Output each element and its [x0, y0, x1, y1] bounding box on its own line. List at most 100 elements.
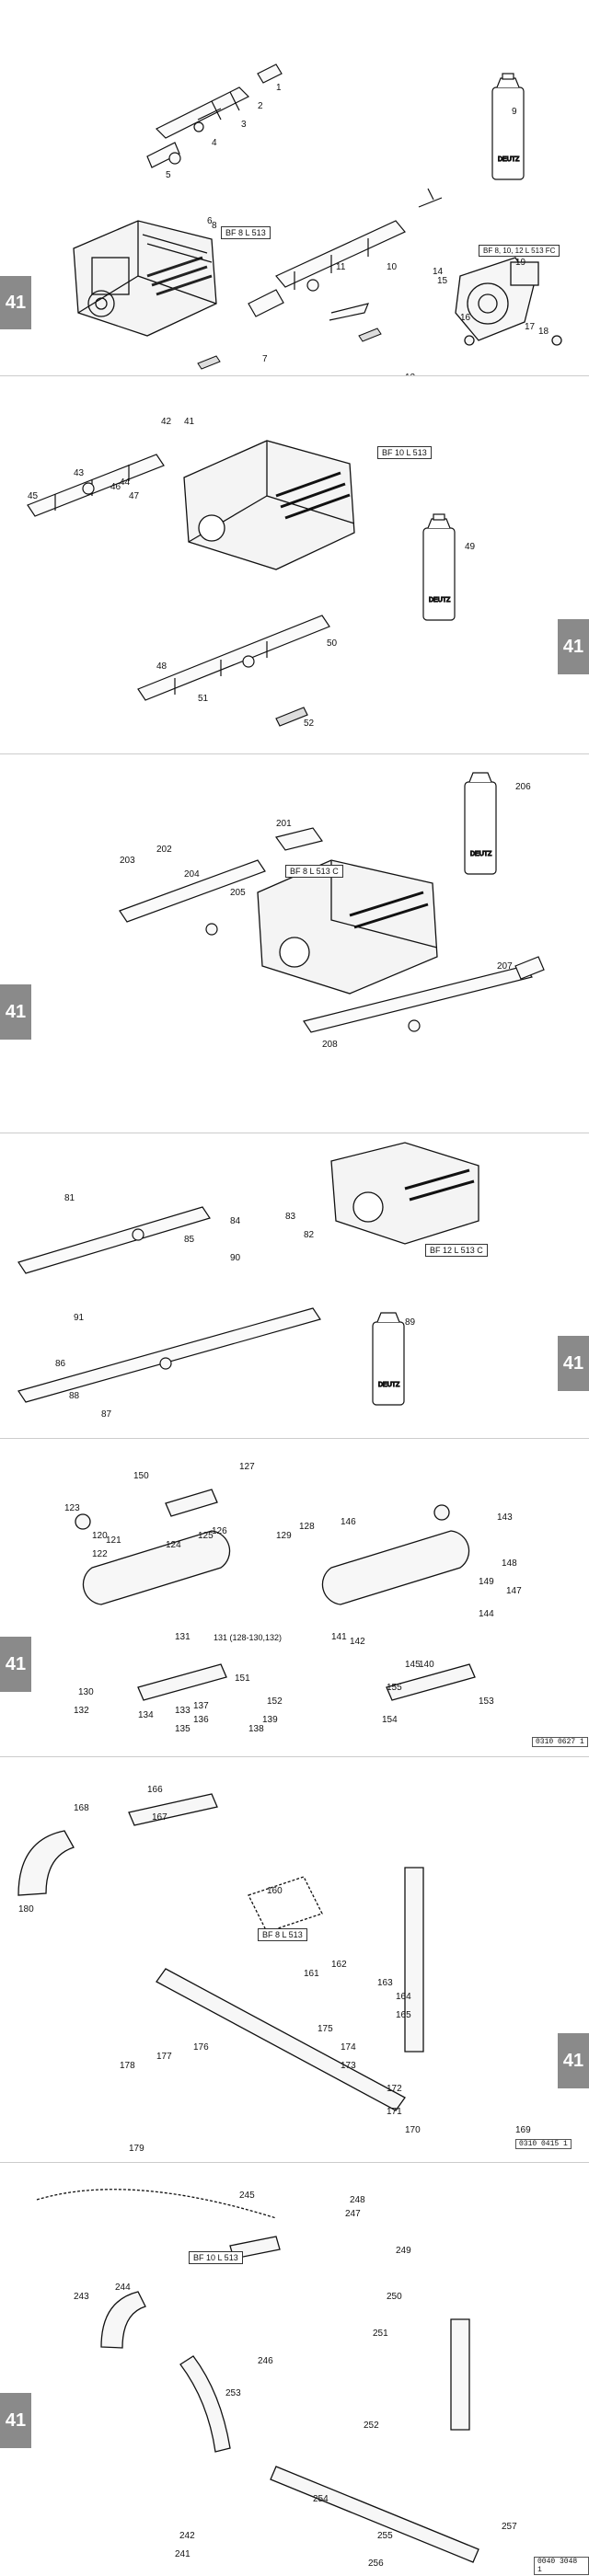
- engine-ref-label: BF 8 L 513: [221, 226, 271, 239]
- callout-number: 252: [364, 2421, 379, 2431]
- callout-number: 175: [318, 2024, 333, 2034]
- callout-number: 121: [106, 1535, 121, 1546]
- divider: [0, 375, 589, 376]
- callout-number: 45: [28, 491, 39, 501]
- callout-number: 84: [230, 1216, 241, 1226]
- callout-number: 177: [156, 2052, 172, 2062]
- exploded-diagram-1: DEUTZ: [73, 63, 562, 370]
- callout-number: 52: [304, 719, 315, 729]
- callout-number: 245: [239, 2191, 255, 2201]
- callout-number: 201: [276, 819, 292, 829]
- callout-number: 250: [387, 2292, 402, 2302]
- engine-ref-label: BF 12 L 513 C: [425, 1244, 488, 1257]
- range-label: 131 (128-130,132): [210, 1632, 286, 1643]
- callout-number: 86: [55, 1359, 66, 1369]
- callout-number: 51: [198, 694, 209, 704]
- exploded-diagram-7: [36, 2189, 479, 2563]
- svg-text:DEUTZ: DEUTZ: [498, 156, 520, 163]
- callout-number: 204: [184, 869, 200, 880]
- callout-number: 256: [368, 2559, 384, 2569]
- callout-number: 205: [230, 888, 246, 898]
- callout-number: 178: [120, 2061, 135, 2071]
- callout-number: 1: [276, 83, 282, 93]
- callout-number: 138: [248, 1724, 264, 1734]
- callout-number: 41: [184, 417, 195, 427]
- callout-number: 4: [212, 138, 217, 148]
- callout-number: 122: [92, 1549, 108, 1559]
- divider: [0, 1438, 589, 1439]
- callout-number: 44: [120, 477, 131, 488]
- callout-number: 91: [74, 1313, 85, 1323]
- callout-number: 123: [64, 1503, 80, 1513]
- exploded-diagram-4: DEUTZ: [17, 1142, 479, 1406]
- callout-number: 125: [198, 1531, 214, 1541]
- callout-number: 168: [74, 1803, 89, 1813]
- callout-number: 153: [479, 1696, 494, 1707]
- callout-number: 163: [377, 1978, 393, 1988]
- svg-text:DEUTZ: DEUTZ: [470, 851, 492, 857]
- callout-number: 203: [120, 856, 135, 866]
- callout-number: 141: [331, 1632, 347, 1642]
- document-code: 0310 0627 1: [532, 1737, 588, 1747]
- page-tab: 41: [0, 984, 31, 1040]
- callout-number: 126: [212, 1526, 227, 1536]
- callout-number: 254: [313, 2494, 329, 2504]
- callout-number: 5: [166, 170, 171, 180]
- callout-number: 7: [262, 354, 268, 364]
- callout-number: 90: [230, 1253, 241, 1263]
- callout-number: 17: [525, 322, 536, 332]
- callout-number: 206: [515, 782, 531, 792]
- engine-ref-label: BF 8 L 513 C: [285, 865, 343, 878]
- callout-number: 154: [382, 1715, 398, 1725]
- callout-number: 82: [304, 1230, 315, 1240]
- callout-number: 85: [184, 1235, 195, 1245]
- callout-number: 19: [515, 258, 526, 268]
- callout-number: 155: [387, 1683, 402, 1693]
- callout-number: 3: [241, 120, 247, 130]
- callout-number: 150: [133, 1471, 149, 1481]
- engine-ref-label-2: BF 8, 10, 12 L 513 FC: [479, 245, 560, 257]
- callout-number: 174: [341, 2042, 356, 2053]
- callout-number: 127: [239, 1462, 255, 1472]
- callout-number: 179: [129, 2144, 144, 2154]
- callout-number: 139: [262, 1715, 278, 1725]
- svg-text:DEUTZ: DEUTZ: [429, 597, 451, 604]
- callout-number: 81: [64, 1193, 75, 1203]
- callout-number: 8: [212, 221, 217, 231]
- exploded-diagram-5: [75, 1489, 476, 1701]
- callout-number: 257: [502, 2522, 517, 2532]
- callout-number: 42: [161, 417, 172, 427]
- callout-number: 15: [437, 276, 448, 286]
- callout-number: 169: [515, 2125, 531, 2135]
- callout-number: 120: [92, 1531, 108, 1541]
- callout-number: 167: [152, 1812, 167, 1823]
- callout-number: 248: [350, 2195, 365, 2205]
- callout-number: 48: [156, 661, 167, 672]
- callout-number: 136: [193, 1715, 209, 1725]
- callout-number: 133: [175, 1706, 191, 1716]
- callout-number: 6: [207, 216, 213, 226]
- callout-number: 43: [74, 468, 85, 478]
- callout-number: 124: [166, 1540, 181, 1550]
- callout-number: 143: [497, 1512, 513, 1523]
- panel-1: 41: [0, 0, 589, 387]
- callout-number: 129: [276, 1531, 292, 1541]
- callout-number: 246: [258, 2356, 273, 2366]
- callout-number: 171: [387, 2107, 402, 2117]
- page-tab: 41: [0, 276, 31, 329]
- callout-number: 180: [18, 1904, 34, 1915]
- callout-number: 11: [336, 262, 346, 272]
- callout-number: 151: [235, 1673, 250, 1684]
- engine-ref-label: BF 8 L 513: [258, 1928, 307, 1941]
- document-code: 0040 3048 1: [534, 2557, 589, 2575]
- callout-number: 249: [396, 2246, 411, 2256]
- exploded-diagram-3: DEUTZ: [119, 772, 545, 1033]
- callout-number: 162: [331, 1960, 347, 1970]
- exploded-diagram-2: DEUTZ: [27, 440, 456, 727]
- callout-number: 132: [74, 1706, 89, 1716]
- callout-number: 152: [267, 1696, 283, 1707]
- callout-number: 161: [304, 1969, 319, 1979]
